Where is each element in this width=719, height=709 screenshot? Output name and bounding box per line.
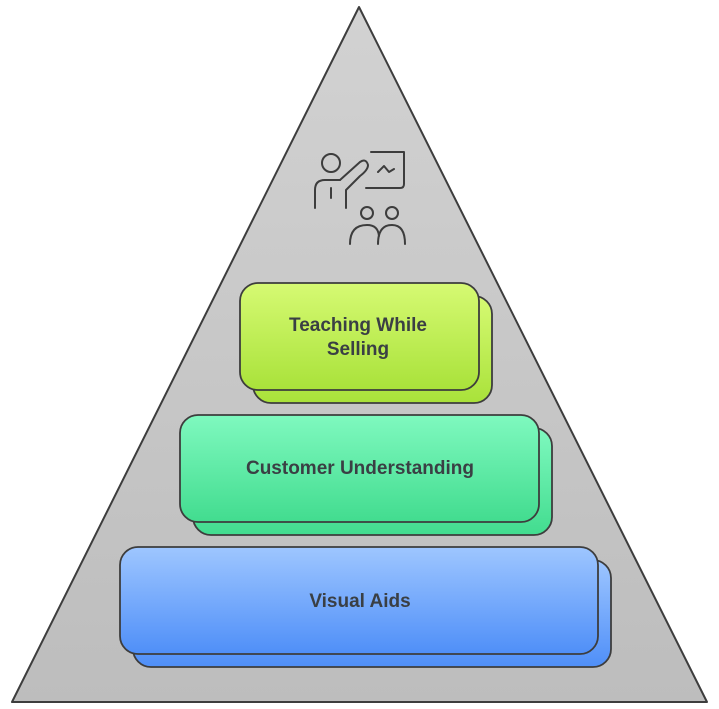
teacher-presenting-icon xyxy=(314,151,406,245)
layer-label-line: Customer Understanding xyxy=(246,458,474,479)
layer-label-line: Selling xyxy=(327,339,389,360)
layer-card xyxy=(119,546,599,655)
layer-label-line: Teaching While xyxy=(289,315,427,336)
pyramid-layer-middle: Customer Understanding xyxy=(179,414,553,536)
pyramid-layer-bottom: Visual Aids xyxy=(119,546,612,668)
layer-label-line: Visual Aids xyxy=(309,591,410,612)
layer-card xyxy=(239,282,480,391)
pyramid-layer-top: Teaching While Selling xyxy=(239,282,493,404)
layer-card xyxy=(179,414,540,523)
